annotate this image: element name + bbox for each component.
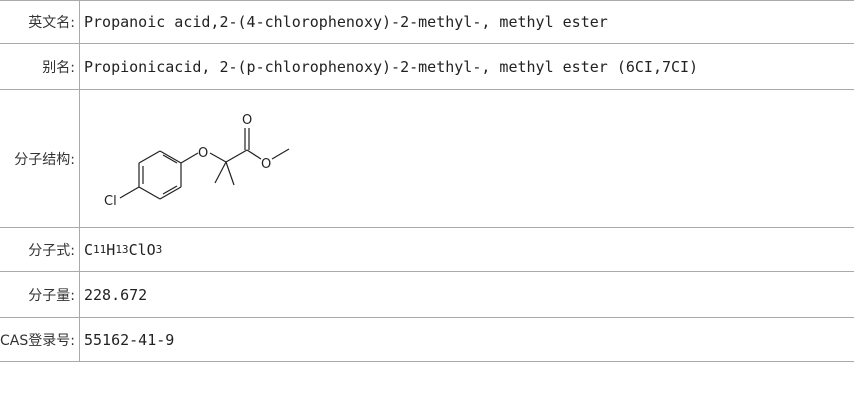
weight-value: 228.672 [84,285,148,304]
weight-label: 分子量: [0,272,80,317]
atom-cl-label: Cl [104,194,117,209]
atom-o-ether-label: O [198,146,208,161]
formula-o-count: 3 [155,243,163,256]
formula-c: C [84,240,94,259]
row-cas: CAS登录号: 55162-41-9 [0,318,854,362]
formula-h: H [106,240,116,259]
structure-label: 分子结构: [0,90,80,227]
atom-o-carbonyl-label: O [242,113,252,128]
english-name-label: 英文名: [0,1,80,43]
formula-c-count: 11 [93,243,107,256]
formula-label: 分子式: [0,228,80,271]
cas-label: CAS登录号: [0,318,80,361]
structure-cell: Cl O O O [80,90,854,227]
cas-value: 55162-41-9 [84,330,175,349]
atom-o-ester-label: O [261,157,271,172]
alias-label: 别名: [0,44,80,89]
row-english-name: 英文名: Propanoic acid,2-(4-chlorophenoxy)-… [0,0,854,44]
row-alias: 别名: Propionicacid, 2-(p-chlorophenoxy)-2… [0,44,854,90]
english-name-value: Propanoic acid,2-(4-chlorophenoxy)-2-met… [84,13,608,31]
molecule-structure-image: Cl O O O [104,113,290,209]
row-weight: 分子量: 228.672 [0,272,854,318]
formula-h-count: 13 [115,243,129,256]
row-structure: 分子结构: [0,90,854,228]
alias-value: Propionicacid, 2-(p-chlorophenoxy)-2-met… [84,57,699,76]
formula-clo: ClO [128,240,156,259]
compound-info-table: 英文名: Propanoic acid,2-(4-chlorophenoxy)-… [0,0,854,362]
